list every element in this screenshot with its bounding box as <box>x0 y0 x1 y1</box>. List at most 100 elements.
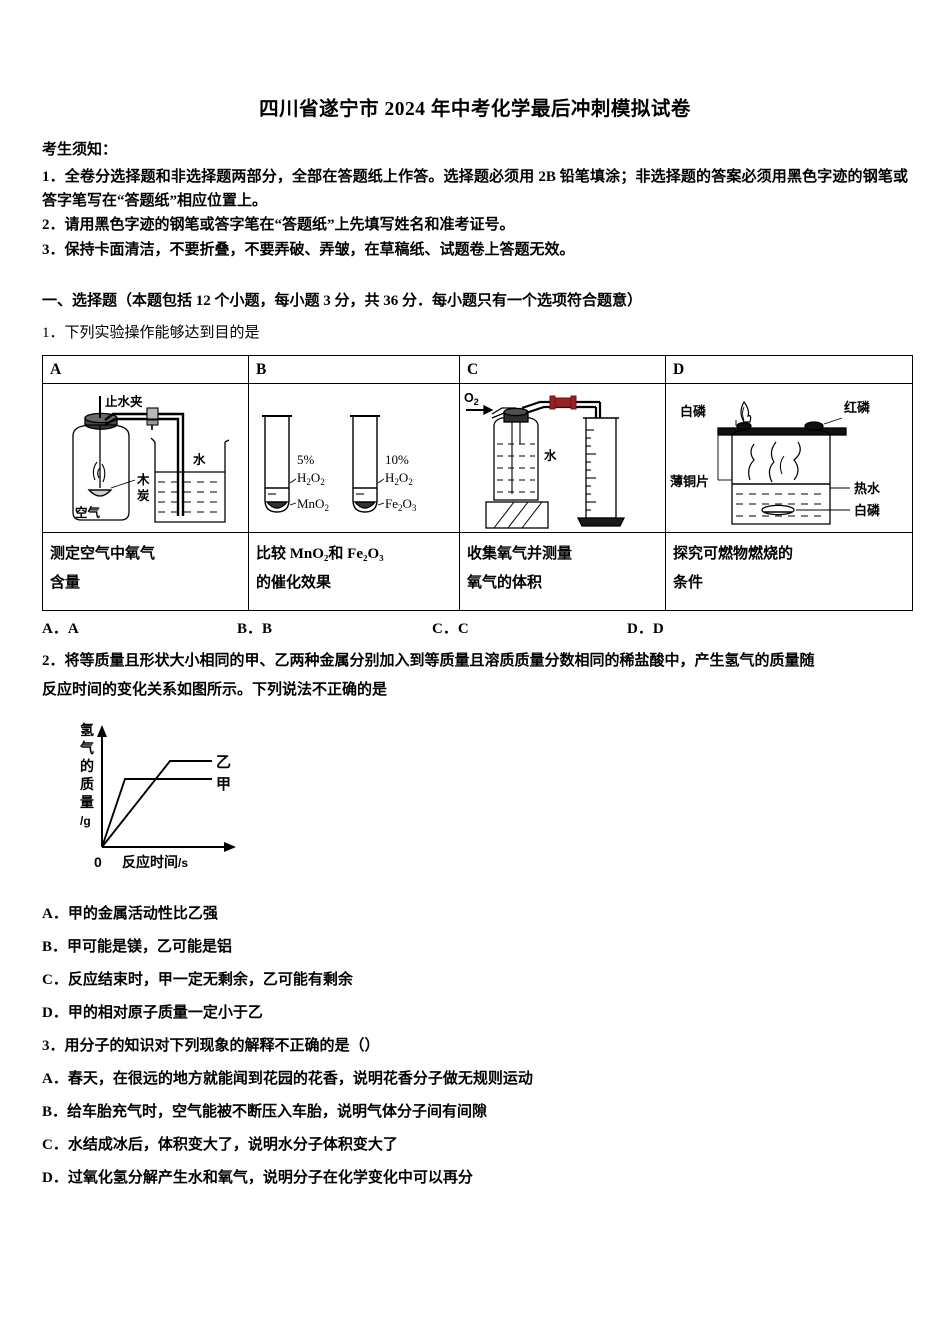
notice-heading: 考生须知： <box>42 142 118 159</box>
question-3-number: 3． <box>42 1038 65 1055</box>
description-b-line1: 比较 MnO₂和 Fe₂O₃ <box>256 545 384 562</box>
figure-b-label-mno2: MnO2 <box>297 496 329 513</box>
description-d-line1: 探究可燃物燃烧的 <box>673 545 794 562</box>
figure-a-label-charcoal: 木 <box>136 472 150 487</box>
question-2-stem-line-1: 2．将等质量且形状大小相同的甲、乙两种金属分别加入到等质量且溶质质量分数相同的稀… <box>42 647 908 676</box>
letter-c: C <box>467 360 479 378</box>
figure-d-label-hot-water: 热水 <box>854 481 881 496</box>
question-2-option-b[interactable]: B．甲可能是镁，乙可能是铝 <box>42 939 233 956</box>
description-b: 比较 MnO₂和 Fe₂O₃ 的催化效果 <box>249 533 459 610</box>
question-2-option-c[interactable]: C．反应结束时，甲一定无剩余，乙可能有剩余 <box>42 972 353 989</box>
question-2-text-1: 将等质量且形状大小相同的甲、乙两种金属分别加入到等质量且溶质质量分数相同的稀盐酸… <box>64 652 815 669</box>
letter-a: A <box>50 360 62 378</box>
apparatus-air-oxygen-diagram: 止水夹 木 炭 空气 水 <box>72 394 230 523</box>
table-cell-letter-d: D <box>665 354 913 384</box>
y-axis-label-char-3: 的 <box>80 758 94 774</box>
figure-a-label-air: 空气 <box>75 505 101 520</box>
y-axis-label-char-2: 气 <box>79 740 94 756</box>
table-cell-desc-d: 探究可燃物燃烧的 条件 <box>665 531 913 611</box>
figure-d-label-copper-sheet: 薄铜片 <box>670 474 709 489</box>
table-cell-letter-c: C <box>459 354 666 384</box>
description-a: 测定空气中氧气 含量 <box>43 533 248 610</box>
question-3-option-b[interactable]: B．给车胎充气时，空气能被不断压入车胎，说明气体分子间有间隙 <box>42 1104 488 1121</box>
y-axis-label-char-1: 氢 <box>80 722 94 738</box>
red-clamp-icon <box>549 395 577 410</box>
figure-b-label-h2o2-1: H2O2 <box>297 470 325 487</box>
series-jia-line <box>101 778 212 848</box>
y-axis-arrow <box>97 725 107 738</box>
figure-b-label-h2o2-2: H2O2 <box>385 470 413 487</box>
figure-d-container: 白磷 红磷 薄铜片 热水 白磷 <box>666 384 912 532</box>
table-cell-desc-a: 测定空气中氧气 含量 <box>42 531 249 611</box>
apparatus-catalyst-comparison-diagram: 5% H2O2 MnO2 10% H2O2 Fe2O3 <box>262 414 417 513</box>
question-2-number: 2． <box>42 652 65 669</box>
y-axis-label-unit: /g <box>80 814 91 828</box>
question-1-option-b[interactable]: B．B <box>237 620 273 637</box>
notice-item-3: 3．保持卡面清洁，不要折叠，不要弄破、弄皱，在草稿纸、试题卷上答题无效。 <box>42 241 575 258</box>
experiment-table: A B C D <box>42 354 913 611</box>
question-3-option-c[interactable]: C．水结成冰后，体积变大了，说明水分子体积变大了 <box>42 1137 398 1154</box>
description-d: 探究可燃物燃烧的 条件 <box>666 533 912 610</box>
figure-b-label-percent-2: 10% <box>385 452 409 467</box>
apparatus-combustion-conditions-diagram: 白磷 红磷 薄铜片 热水 白磷 <box>670 400 881 525</box>
description-b-line2: 的催化效果 <box>256 574 332 591</box>
letter-d: D <box>673 360 685 378</box>
origin-label: 0 <box>94 854 102 870</box>
description-c-line2: 氧气的体积 <box>467 574 543 591</box>
y-axis-label-char-4: 质 <box>80 776 94 792</box>
question-3-option-d[interactable]: D．过氧化氢分解产生水和氧气，说明分子在化学变化中可以再分 <box>42 1170 473 1187</box>
description-c-line1: 收集氧气并测量 <box>467 545 573 562</box>
figure-a-label-water: 水 <box>193 452 206 467</box>
letter-b: B <box>256 360 267 378</box>
table-cell-desc-c: 收集氧气并测量 氧气的体积 <box>459 531 666 611</box>
figure-a-container: 止水夹 木 炭 空气 水 <box>43 384 248 532</box>
figure-b-label-percent-1: 5% <box>297 452 315 467</box>
figure-b-label-fe2o3: Fe2O3 <box>385 496 417 513</box>
table-row-descriptions: 测定空气中氧气 含量 比较 MnO₂和 Fe₂O₃ 的催化效果 收集氧气并测量 … <box>42 531 913 611</box>
table-cell-letter-a: A <box>42 354 249 384</box>
figure-a-label-charcoal2: 炭 <box>137 488 150 503</box>
page-content: 四川省遂宁市 2024 年中考化学最后冲刺模拟试卷 考生须知： 1．全卷分选择题… <box>42 96 913 1190</box>
page-title: 四川省遂宁市 2024 年中考化学最后冲刺模拟试卷 <box>259 99 691 120</box>
question-3-option-a[interactable]: A．春天，在很远的地方就能闻到花园的花香，说明花香分子做无规则运动 <box>42 1071 533 1088</box>
description-c: 收集氧气并测量 氧气的体积 <box>460 533 665 610</box>
question-1-options: A．A B．B C．C D．D <box>42 611 908 638</box>
table-cell-figure-d: 白磷 红磷 薄铜片 热水 白磷 <box>665 382 913 533</box>
figure-a-label-clamp: 止水夹 <box>105 394 143 409</box>
series-yi-line <box>101 760 212 848</box>
question-3-stem: 3．用分子的知识对下列现象的解释不正确的是（） <box>42 1025 908 1058</box>
table-cell-letter-b: B <box>248 354 460 384</box>
question-1-stem: 1．下列实验操作能够达到目的是 <box>42 319 908 348</box>
x-axis-arrow <box>224 842 236 853</box>
question-1-option-a[interactable]: A．A <box>42 620 79 637</box>
figure-d-label-red-phosphorus: 红磷 <box>844 400 871 415</box>
description-a-line1: 测定空气中氧气 <box>50 545 156 562</box>
section-heading: 一、选择题（本题包括 12 个小题，每小题 3 分，共 36 分．每小题只有一个… <box>42 292 643 309</box>
question-3-text: 用分子的知识对下列现象的解释不正确的是（） <box>64 1038 380 1055</box>
description-d-line2: 条件 <box>673 574 704 591</box>
y-axis-label-char-5: 量 <box>80 794 94 810</box>
figure-c-container: O2 水 <box>460 384 665 532</box>
question-1-option-d[interactable]: D．D <box>627 620 664 637</box>
question-1-option-c[interactable]: C．C <box>432 620 469 637</box>
hydrogen-mass-chart: 乙 甲 氢 气 的 质 量 /g 0 反应时间/s <box>60 719 320 877</box>
table-row-letters: A B C D <box>42 354 913 384</box>
question-2-stem-line-2: 反应时间的变化关系如图所示。下列说法不正确的是 <box>42 681 388 698</box>
question-2-option-a[interactable]: A．甲的金属活动性比乙强 <box>42 906 218 923</box>
table-cell-figure-c: O2 水 <box>459 382 666 533</box>
apparatus-oxygen-volume-diagram: O2 水 <box>464 391 626 529</box>
table-row-figures: 止水夹 木 炭 空气 水 <box>42 382 913 533</box>
figure-b-container: 5% H2O2 MnO2 10% H2O2 Fe2O3 <box>249 384 459 532</box>
figure-d-label-white-phosphorus-top: 白磷 <box>680 404 707 419</box>
notice-item-1: 1．全卷分选择题和非选择题两部分，全部在答题纸上作答。选择题必须用 2B 铅笔填… <box>42 168 908 210</box>
figure-c-label-o2: O2 <box>464 391 479 407</box>
description-a-line2: 含量 <box>50 574 81 591</box>
question-1-text: 下列实验操作能够达到目的是 <box>64 325 260 342</box>
table-cell-desc-b: 比较 MnO₂和 Fe₂O₃ 的催化效果 <box>248 531 460 611</box>
table-cell-figure-b: 5% H2O2 MnO2 10% H2O2 Fe2O3 <box>248 382 460 533</box>
x-axis-label: 反应时间/s <box>122 854 188 870</box>
question-2-option-d[interactable]: D．甲的相对原子质量一定小于乙 <box>42 1005 263 1022</box>
figure-c-label-water: 水 <box>544 448 557 463</box>
notice-item-2: 2．请用黑色字迹的钢笔或答字笔在“答题纸”上先填写姓名和准考证号。 <box>42 217 515 234</box>
